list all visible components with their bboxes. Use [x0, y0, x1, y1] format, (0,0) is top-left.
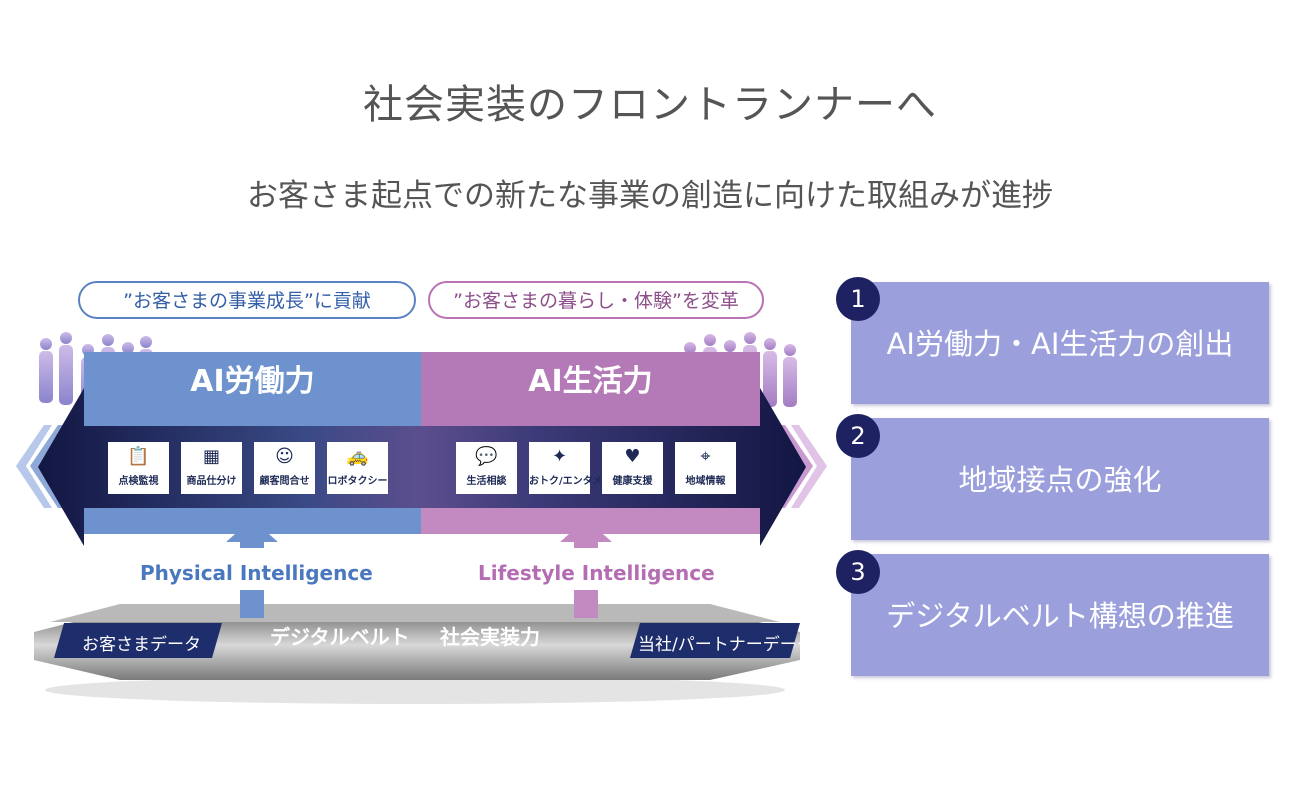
card-label: 生活相談 — [466, 476, 507, 487]
right-chevrons — [777, 425, 827, 508]
person-headset-icon: ☺ — [275, 446, 294, 467]
lifestyle-intelligence-label: Lifestyle Intelligence — [478, 561, 715, 585]
customer-data-tag — [54, 623, 222, 658]
initiative-box-3: デジタルベルト構想の推進 — [851, 554, 1269, 676]
map-pin-icon: ⌖ — [700, 446, 711, 467]
physical-intelligence-label: Physical Intelligence — [140, 561, 373, 585]
card-robotaxi: 🚕 ロボタクシー — [327, 442, 388, 494]
clipboard-check-icon: 📋 — [127, 446, 150, 467]
initiative-box-2: 地域接点の強化 — [851, 418, 1269, 540]
card-label: 商品仕分け — [186, 476, 237, 487]
card-entertainment: ✦ おトク/エンタメ — [529, 442, 603, 494]
card-inspection: 📋 点検監視 — [108, 442, 169, 494]
partner-data-tag — [630, 623, 800, 658]
card-label: 地域情報 — [685, 476, 726, 487]
ai-life-band: AI生活力 — [421, 352, 760, 432]
initiative-box-1: AI労働力・AI生活力の創出 — [851, 282, 1269, 404]
card-life-consult: 💬 生活相談 — [456, 442, 517, 494]
ai-life-band-foot — [421, 508, 760, 534]
ai-labor-band-foot — [84, 508, 421, 534]
card-regional-info: ⌖ 地域情報 — [675, 442, 736, 494]
card-label: 顧客問合せ — [259, 476, 310, 487]
card-label: 点検監視 — [118, 476, 159, 487]
chat-consult-icon: 💬 — [475, 446, 498, 467]
customer-data-label: お客さまデータ — [82, 635, 201, 655]
card-label: おトク/エンタメ — [529, 476, 603, 487]
ai-labor-title: AI労働力 — [190, 364, 315, 399]
page-title: 社会実装のフロントランナーへ — [363, 82, 937, 128]
card-label: ロボタクシー — [327, 476, 388, 487]
number-badge-1: 1 — [836, 277, 880, 321]
boxes-sort-icon: ▦ — [202, 446, 220, 467]
business-growth-pill: ”お客さまの事業成長”に貢献 — [78, 281, 416, 319]
number-badge-3: 3 — [836, 550, 880, 594]
card-label: 健康支援 — [612, 476, 653, 487]
number-badge-2: 2 — [836, 414, 880, 458]
page-subtitle: お客さま起点での新たな事業の創造に向けた取組みが進捗 — [247, 178, 1053, 214]
card-inquiry: ☺ 顧客問合せ — [254, 442, 315, 494]
double-headed-arrow — [38, 388, 806, 546]
left-chevrons — [16, 425, 66, 508]
life-experience-pill: ”お客さまの暮らし・体験”を変革 — [428, 281, 764, 319]
card-health: ♥ 健康支援 — [602, 442, 663, 494]
robot-taxi-icon: 🚕 — [346, 446, 369, 467]
physical-up-arrow — [226, 519, 278, 618]
card-sorting: ▦ 商品仕分け — [181, 442, 242, 494]
digital-belt-label: デジタルベルト — [270, 625, 410, 649]
social-implementation-label: 社会実装力 — [440, 625, 540, 649]
ai-life-title: AI生活力 — [528, 364, 653, 399]
party-popper-icon: ✦ — [551, 446, 568, 467]
ai-labor-band: AI労働力 — [84, 352, 421, 432]
heart-health-icon: ♥ — [624, 446, 641, 467]
partner-data-label: 当社/パートナーデータ — [638, 635, 814, 655]
